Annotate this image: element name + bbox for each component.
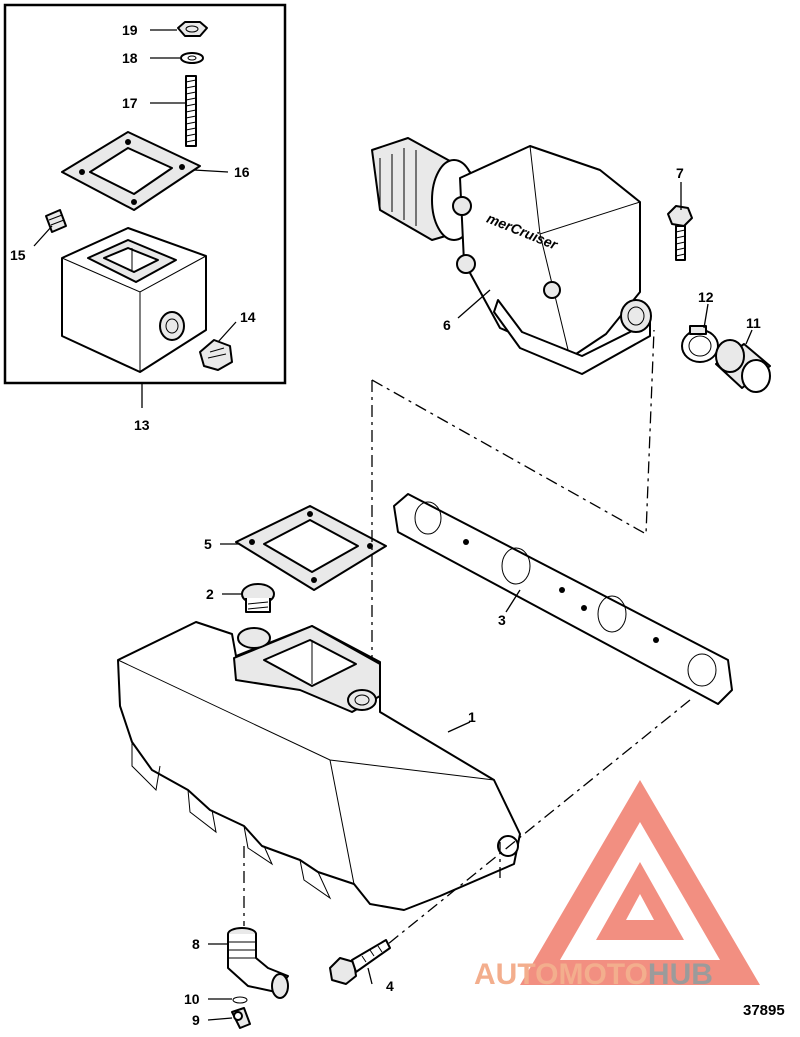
part-10-o-ring bbox=[232, 996, 248, 1004]
inset-frame bbox=[3, 3, 287, 385]
callout-19: 19 bbox=[122, 22, 138, 38]
part-12-hose-clamp bbox=[681, 325, 719, 363]
callout-3: 3 bbox=[498, 612, 506, 628]
part-14-plug bbox=[199, 339, 233, 371]
callout-18: 18 bbox=[122, 50, 138, 66]
callout-10: 10 bbox=[184, 991, 200, 1007]
callout-7: 7 bbox=[676, 165, 684, 181]
callout-11: 11 bbox=[746, 315, 761, 331]
callout-labels: 19 18 17 16 15 14 13 7 6 12 11 5 2 3 1 8… bbox=[10, 22, 761, 1028]
callout-5: 5 bbox=[204, 536, 212, 552]
svg-text:AUTOMOTOHUB: AUTOMOTOHUB bbox=[474, 958, 713, 991]
part-16-gasket bbox=[61, 131, 201, 211]
part-17-stud bbox=[185, 75, 197, 147]
part-9-drain-plug bbox=[231, 1007, 251, 1029]
figure-number: 37895 bbox=[743, 1002, 785, 1019]
part-1-exhaust-manifold bbox=[117, 621, 521, 911]
part-19-nut bbox=[177, 21, 208, 37]
callout-6: 6 bbox=[443, 317, 451, 333]
main-leader-lines bbox=[207, 182, 753, 1021]
callout-16: 16 bbox=[234, 164, 250, 180]
part-18-washer bbox=[180, 52, 204, 64]
callout-12: 12 bbox=[698, 289, 714, 305]
callout-8: 8 bbox=[192, 936, 200, 952]
part-4-bolt bbox=[329, 939, 391, 985]
watermark-text-hub: HUB bbox=[648, 958, 713, 991]
part-5-gasket bbox=[235, 505, 387, 591]
watermark-text-auto: AUTO bbox=[474, 958, 558, 991]
callout-15: 15 bbox=[10, 247, 26, 263]
watermark-text-moto: MOTO bbox=[558, 958, 647, 991]
callout-4: 4 bbox=[386, 978, 394, 994]
watermark-triangle bbox=[520, 780, 760, 985]
alignment-lines bbox=[243, 329, 691, 945]
part-6-exhaust-elbow: merCruiser bbox=[371, 137, 652, 375]
inset-leader-lines bbox=[33, 29, 237, 408]
part-7-bolt bbox=[667, 205, 693, 261]
callout-14: 14 bbox=[240, 309, 256, 325]
callout-9: 9 bbox=[192, 1012, 200, 1028]
callout-17: 17 bbox=[122, 95, 138, 111]
callout-2: 2 bbox=[206, 586, 214, 602]
part-11-hose bbox=[715, 339, 771, 393]
part-13-riser-block bbox=[61, 227, 207, 373]
watermark-logo: AUTOMOTOHUB bbox=[474, 780, 760, 991]
part-2-plug bbox=[241, 583, 275, 613]
part-3-exhaust-gasket bbox=[393, 493, 733, 705]
part-8-elbow-fitting bbox=[227, 927, 289, 999]
callout-13: 13 bbox=[134, 417, 150, 433]
callout-1: 1 bbox=[468, 709, 476, 725]
